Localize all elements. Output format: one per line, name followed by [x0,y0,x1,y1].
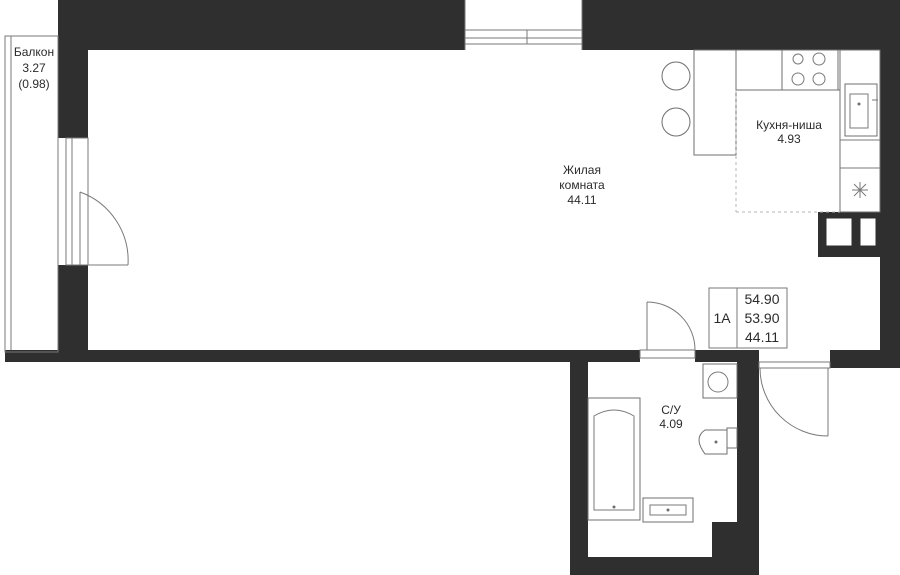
balcony-door[interactable] [65,137,129,266]
hood-icon [852,182,868,198]
living-area-total: 44.11 [745,329,779,345]
living-area: 44.11 [567,193,596,207]
window-top [464,0,583,50]
bathtub-icon [587,397,641,521]
washing-machine-icon [702,363,738,399]
balcony-area: 3.27 [22,61,46,75]
bar-stools [661,61,691,137]
bathroom-name: С/У [661,403,681,417]
balcony-name: Балкон [14,45,54,59]
area-without-balcony: 53.90 [744,310,779,326]
living-name-line2: комната [559,178,605,192]
bathroom-door[interactable] [639,301,696,359]
walls [5,0,900,575]
washbasin-icon [642,497,694,523]
apartment-info [708,287,788,349]
stove-icon [781,49,839,91]
balcony-area-reduced: (0.98) [18,77,49,91]
living-name-line1: Жилая [563,163,601,177]
apartment-type: 1А [713,310,731,326]
kitchen-area: 4.93 [777,132,801,146]
vent-shaft-2 [859,217,877,247]
sink-icon [844,83,878,137]
total-area: 54.90 [744,291,779,307]
vent-shaft-1 [825,217,853,247]
toilet-icon [698,427,738,455]
kitchen-name: Кухня-ниша [756,118,822,132]
balcony [4,35,59,353]
bathroom-area: 4.09 [659,417,683,431]
entrance-door[interactable] [758,361,831,437]
